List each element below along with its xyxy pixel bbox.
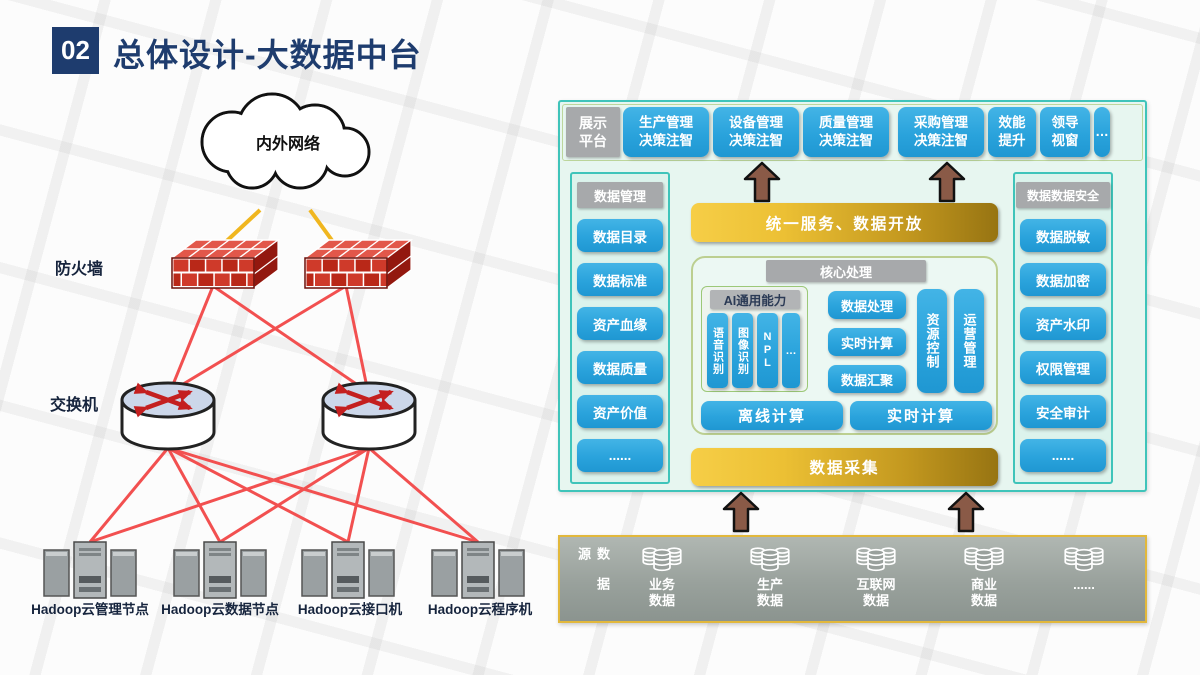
ai-item: NPL	[757, 313, 778, 388]
unified-service-bar: 统一服务、数据开放	[691, 203, 998, 242]
data-sources-strip: 数 据 源 业务 数据 生产 数据 互联网 数据 商业 数据 ......	[558, 535, 1147, 623]
core-vertical-item: 运营管理	[954, 289, 984, 393]
server-label: Hadoop云程序机	[427, 602, 533, 617]
cloud-icon	[200, 92, 371, 190]
panel-item: ......	[1020, 439, 1106, 472]
section-number-badge: 02	[52, 27, 99, 74]
data-source-item-label: 互联网 数据	[856, 577, 896, 609]
up-arrow-icon	[722, 491, 760, 533]
database-icon	[962, 545, 1006, 575]
data-source-item: 商业 数据	[939, 545, 1029, 617]
display-layer-label: 展示 平台	[566, 107, 620, 157]
display-box: 效能 提升	[988, 107, 1036, 157]
server-cluster-icon	[431, 541, 525, 599]
server-label: Hadoop云数据节点	[161, 602, 279, 617]
panel-item: 资产价值	[577, 395, 663, 428]
up-arrow-icon	[928, 161, 966, 203]
panel-item: 安全审计	[1020, 395, 1106, 428]
firewall-icon	[304, 239, 412, 289]
display-box: 领导 视窗	[1040, 107, 1090, 157]
switch-icon	[323, 383, 415, 449]
database-icon	[640, 545, 684, 575]
data-source-item: ......	[1039, 545, 1129, 617]
switch-icon	[122, 383, 214, 449]
data-collect-bar: 数据采集	[691, 448, 998, 486]
ai-capability-frame: AI通用能力 语音识别 图像识别 NPL …	[701, 286, 808, 392]
panel-item: 数据目录	[577, 219, 663, 252]
core-header: 核心处理	[766, 260, 926, 282]
server-cluster-icon	[43, 541, 137, 599]
firewall-switch-links	[168, 284, 370, 394]
core-vertical-item: 资源控制	[917, 289, 947, 393]
display-box: 采购管理 决策注智	[898, 107, 984, 157]
panel-header: 数据管理	[577, 182, 663, 208]
data-management-panel: 数据管理 数据目录 数据标准 资产血缘 数据质量 资产价值 ......	[570, 172, 670, 484]
display-box: 设备管理 决策注智	[713, 107, 799, 157]
platform-architecture-diagram: 展示 平台 生产管理 决策注智 设备管理 决策注智 质量管理 决策注智 采购管理…	[558, 95, 1158, 640]
ai-item-more: …	[782, 313, 800, 388]
panel-item: 数据加密	[1020, 263, 1106, 296]
ai-item: 图像识别	[732, 313, 753, 388]
data-source-item-label: 商业 数据	[970, 577, 997, 609]
core-item: 数据处理	[828, 291, 906, 319]
data-source-item: 生产 数据	[725, 545, 815, 617]
switch-server-links	[88, 446, 479, 544]
ai-header: AI通用能力	[710, 290, 800, 309]
data-source-item-label: ......	[1073, 577, 1095, 592]
panel-item: 数据脱敏	[1020, 219, 1106, 252]
panel-item: 数据质量	[577, 351, 663, 384]
database-icon	[748, 545, 792, 575]
data-source-item: 业务 数据	[617, 545, 707, 617]
data-source-item-label: 生产 数据	[756, 577, 783, 609]
data-source-label: 数 据 源	[576, 547, 610, 591]
ai-item: 语音识别	[707, 313, 728, 388]
data-security-panel: 数据数据安全 数据脱敏 数据加密 资产水印 权限管理 安全审计 ......	[1013, 172, 1113, 484]
firewall-label: 防火墙	[55, 261, 104, 278]
panel-item: 权限管理	[1020, 351, 1106, 384]
page-title: 总体设计-大数据中台	[113, 37, 422, 73]
server-label: Hadoop云接口机	[297, 602, 403, 617]
cloud-label: 内外网络	[255, 136, 320, 153]
up-arrow-icon	[743, 161, 781, 203]
server-cluster-icon	[173, 541, 267, 599]
server-label: Hadoop云管理节点	[31, 602, 149, 617]
panel-item: 资产水印	[1020, 307, 1106, 340]
core-bottom-item: 离线计算	[701, 401, 843, 430]
panel-item: 数据标准	[577, 263, 663, 296]
firewall-icon	[171, 239, 279, 289]
display-box: 生产管理 决策注智	[623, 107, 709, 157]
panel-header: 数据数据安全	[1016, 182, 1110, 208]
database-icon	[854, 545, 898, 575]
network-topology-diagram	[43, 92, 525, 599]
panel-item: ......	[577, 439, 663, 472]
display-box-more: …	[1094, 107, 1110, 157]
database-icon	[1062, 545, 1106, 575]
core-item: 实时计算	[828, 328, 906, 356]
core-bottom-item: 实时计算	[850, 401, 992, 430]
core-processing-frame: 核心处理 AI通用能力 语音识别 图像识别 NPL … 数据处理 实时计算 数据…	[691, 256, 998, 435]
display-layer-frame	[562, 104, 1143, 161]
core-item: 数据汇聚	[828, 365, 906, 393]
up-arrow-icon	[947, 491, 985, 533]
panel-item: 资产血缘	[577, 307, 663, 340]
data-source-item-label: 业务 数据	[648, 577, 675, 609]
data-source-item: 互联网 数据	[831, 545, 921, 617]
display-box: 质量管理 决策注智	[803, 107, 889, 157]
switch-label: 交换机	[50, 397, 99, 414]
server-cluster-icon	[301, 541, 395, 599]
